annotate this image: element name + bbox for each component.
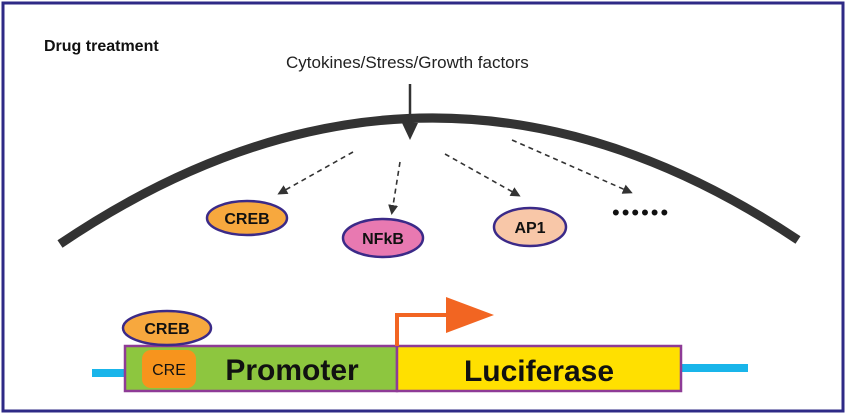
diagram-title: Drug treatment [44, 38, 159, 55]
transcription-arrow [395, 313, 448, 346]
factor-nfkb-label: NFkB [362, 231, 404, 248]
factor-ap1: AP1 [492, 206, 568, 248]
cell-membrane [57, 113, 801, 248]
factor-nfkb: NFkB [341, 217, 425, 259]
factor-creb: CREB [205, 199, 289, 237]
luciferase-label: Luciferase [464, 355, 614, 388]
cre-element-label: CRE [152, 362, 186, 379]
bound-creb: CREB [121, 309, 213, 347]
arrow-to-ap1 [444, 153, 521, 197]
transcription-arrowhead [446, 297, 494, 333]
stimulus-arrowhead [402, 123, 418, 140]
arrow-to-more [511, 139, 633, 194]
bound-creb-label: CREB [144, 321, 189, 338]
arrow-to-nfkb [388, 161, 401, 215]
arrow-to-creb [277, 151, 354, 195]
more-factors: •••••• [612, 200, 670, 225]
factor-creb-label: CREB [224, 211, 269, 228]
cre-element [142, 350, 196, 388]
factor-ap1-label: AP1 [514, 220, 545, 237]
luciferase-box [395, 344, 683, 393]
stimulus-label: Cytokines/Stress/Growth factors [286, 53, 529, 72]
promoter-label: Promoter [225, 354, 359, 387]
